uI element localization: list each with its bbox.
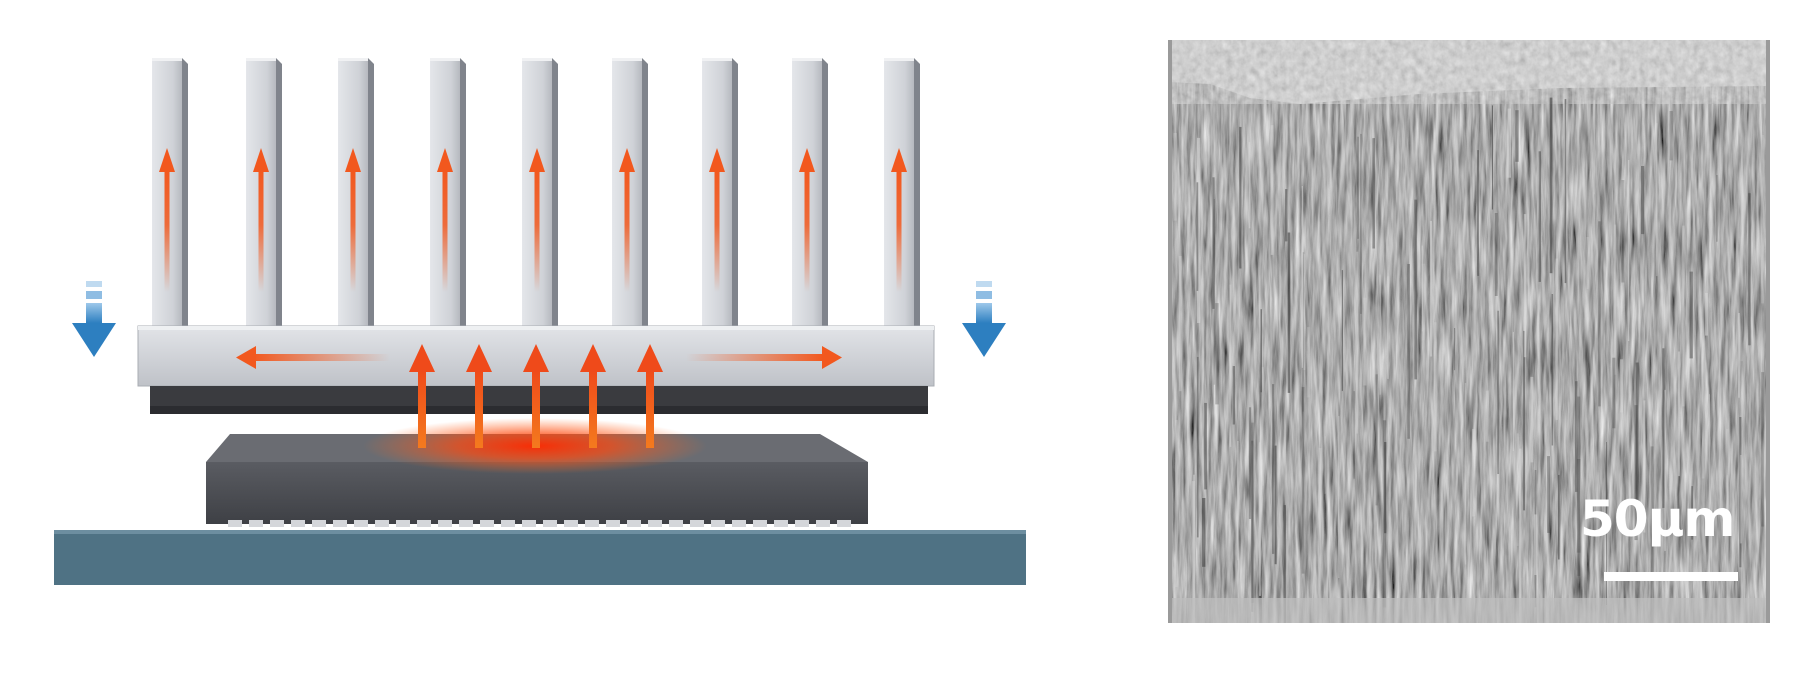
lateral-heat-arrow-right — [686, 346, 842, 369]
fin-heat-arrows — [159, 148, 907, 292]
solder-ball — [438, 520, 452, 527]
solder-ball — [354, 520, 368, 527]
fin-heat-arrow — [345, 148, 361, 292]
pcb-board — [54, 530, 1026, 585]
solder-ball — [795, 520, 809, 527]
solder-ball — [585, 520, 599, 527]
fin-heat-arrow — [159, 148, 175, 292]
solder-ball — [270, 520, 284, 527]
chip-heat-arrow — [409, 344, 435, 448]
cooling-air-arrow-left — [72, 281, 116, 357]
heatsink-fin — [884, 58, 920, 328]
solder-ball — [837, 520, 851, 527]
heatsink-fin — [246, 58, 282, 328]
solder-ball — [627, 520, 641, 527]
solder-ball — [522, 520, 536, 527]
fin-heat-arrow — [619, 148, 635, 292]
scale-bar — [1604, 572, 1738, 581]
heatsink-fin — [430, 58, 466, 328]
solder-ball — [501, 520, 515, 527]
fin-heat-arrow — [799, 148, 815, 292]
chip-heat-arrow — [580, 344, 606, 448]
sem-fiber-streaks — [1173, 97, 1765, 623]
fin-heat-arrow — [253, 148, 269, 292]
chip-heat-arrow — [523, 344, 549, 448]
sem-micrograph — [1168, 40, 1770, 623]
solder-ball — [459, 520, 473, 527]
solder-ball — [606, 520, 620, 527]
solder-ball — [543, 520, 557, 527]
heatsink-diagram — [54, 58, 1026, 585]
solder-ball — [375, 520, 389, 527]
solder-ball — [564, 520, 578, 527]
cooling-air-arrow-right — [962, 281, 1006, 357]
solder-ball — [690, 520, 704, 527]
solder-ball — [711, 520, 725, 527]
heatsink-fin — [152, 58, 188, 328]
solder-ball — [291, 520, 305, 527]
solder-ball — [816, 520, 830, 527]
chip-heat-arrow — [466, 344, 492, 448]
solder-ball — [774, 520, 788, 527]
heatsink-fin — [338, 58, 374, 328]
solder-ball — [753, 520, 767, 527]
solder-ball — [312, 520, 326, 527]
solder-ball — [480, 520, 494, 527]
fin-heat-arrow — [891, 148, 907, 292]
solder-ball — [249, 520, 263, 527]
heatsink-fins — [152, 58, 920, 328]
solder-ball-row — [228, 520, 851, 527]
heatsink-fin — [702, 58, 738, 328]
fin-heat-arrow — [529, 148, 545, 292]
solder-ball — [732, 520, 746, 527]
heatsink-fin — [522, 58, 558, 328]
lateral-heat-arrow-left — [236, 346, 390, 369]
heatsink-fin — [792, 58, 828, 328]
heatsink-fin — [612, 58, 648, 328]
scale-bar-label: 50μm — [1580, 490, 1735, 548]
fin-heat-arrow — [709, 148, 725, 292]
solder-ball — [669, 520, 683, 527]
solder-ball — [333, 520, 347, 527]
fin-heat-arrow — [437, 148, 453, 292]
chip-heat-arrow — [637, 344, 663, 448]
solder-ball — [396, 520, 410, 527]
solder-ball — [648, 520, 662, 527]
chip-heat-arrows — [409, 344, 663, 448]
solder-ball — [228, 520, 242, 527]
solder-ball — [417, 520, 431, 527]
